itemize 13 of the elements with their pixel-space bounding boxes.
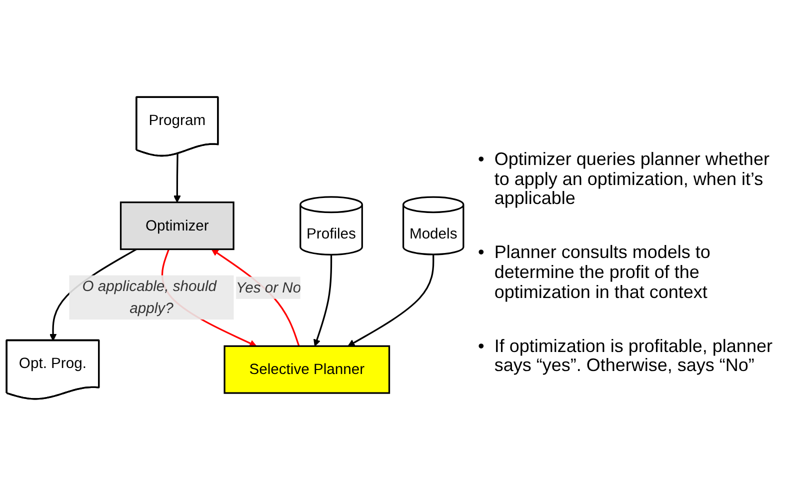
edge-label: O applicable, should apply? xyxy=(82,278,217,316)
bullet-note: If optimization is profitable, planner says “yes”. Otherwise, says “No” xyxy=(494,336,774,376)
bullet-note: Planner consults models to determine the profit of the optimization in that context xyxy=(494,243,712,303)
bullet-note: Optimizer queries planner whether to apply an optimization, when it’s applicable xyxy=(494,150,770,210)
edge-label: Yes or No xyxy=(236,279,302,296)
bullet-marker: • xyxy=(478,150,484,171)
arrow xyxy=(174,154,181,203)
arrow xyxy=(313,254,332,346)
node-box: Optimizer xyxy=(120,202,234,250)
bullet-marker: • xyxy=(478,336,484,358)
node-box: Selective Planner xyxy=(224,345,390,394)
bullet-marker: • xyxy=(478,243,484,264)
arrow xyxy=(348,254,434,346)
